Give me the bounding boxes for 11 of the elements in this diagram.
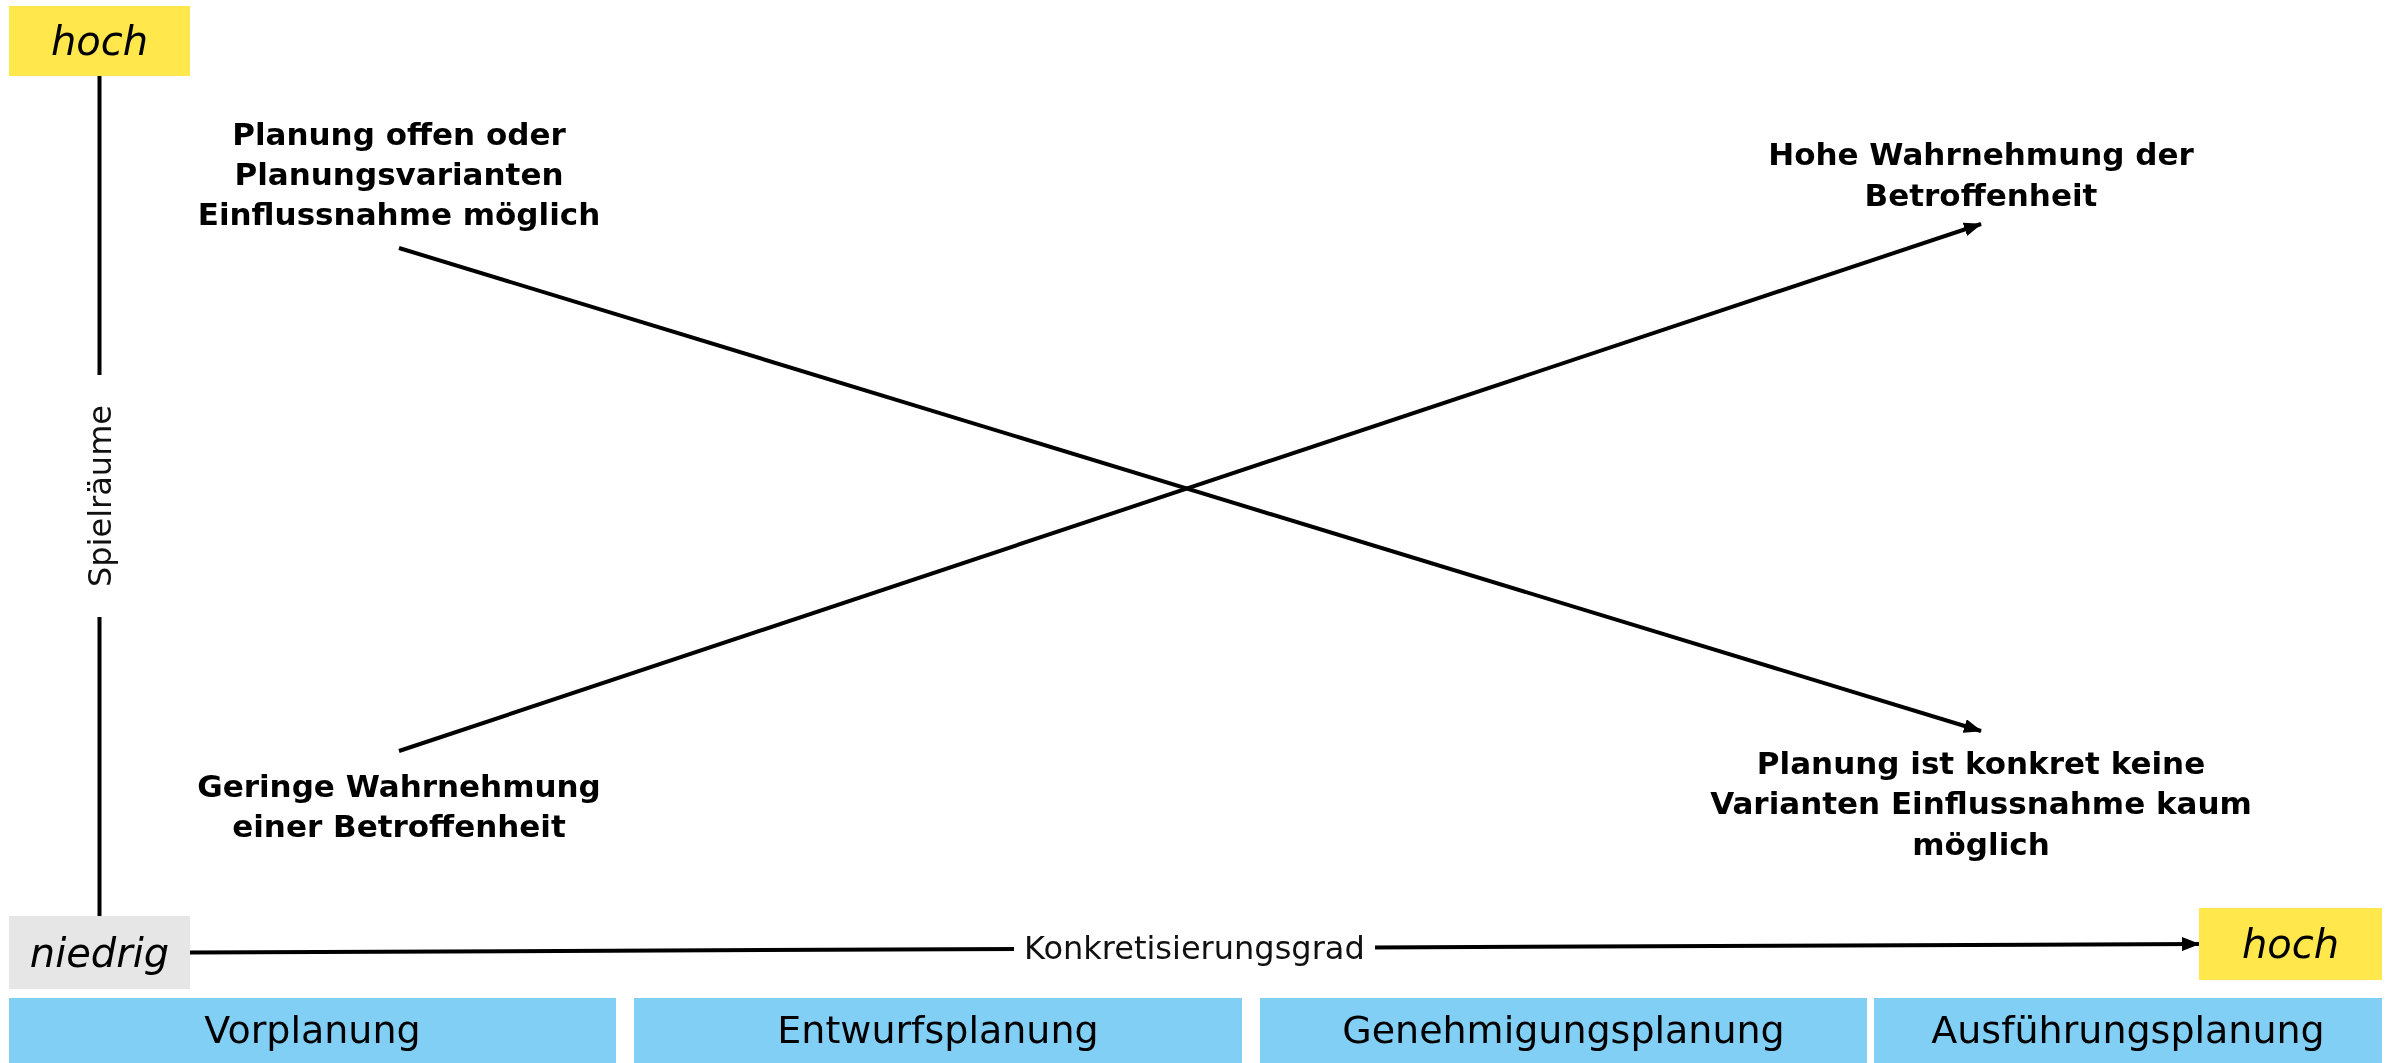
phase-bar: Genehmigungsplanung [1260, 998, 1867, 1063]
level-tag: hoch [9, 6, 190, 76]
phase-bar: Ausführungsplanung [1874, 998, 2382, 1063]
statement-text: Hohe Wahrnehmung der Betroffenheit [1761, 125, 2201, 224]
statement-text: Geringe Wahrnehmung einer Betroffenheit [174, 751, 624, 861]
statement-text: Planung offen oder Planungsvarianten Einflussnahme möglich [174, 100, 624, 248]
level-tag: niedrig [9, 916, 190, 989]
level-tag: hoch [2199, 908, 2382, 980]
phase-bar: Vorplanung [9, 998, 616, 1063]
statement-text: Planung ist konkret keine Varianten Einflussnahme kaum möglich [1701, 731, 2261, 876]
phase-bar: Entwurfsplanung [634, 998, 1242, 1063]
